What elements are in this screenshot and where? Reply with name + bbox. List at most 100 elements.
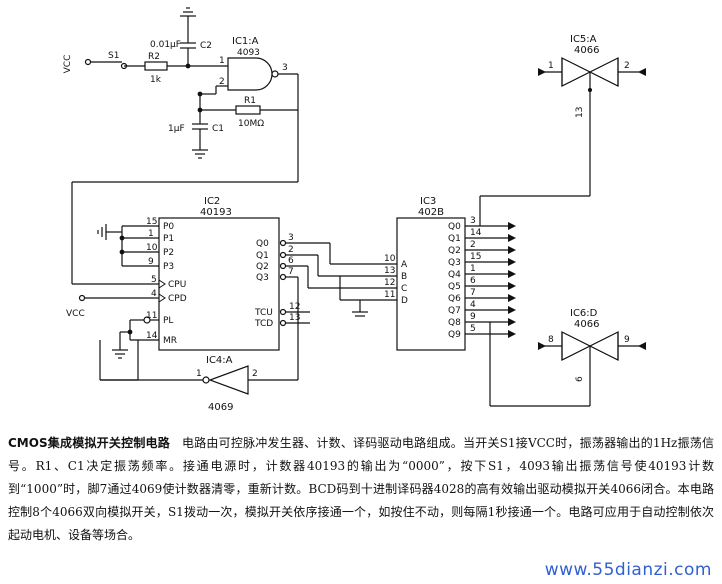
nand-gate-ic1 xyxy=(227,57,273,91)
ic2-pin-cpd: CPD xyxy=(168,294,187,304)
ic3-pin-num: 5 xyxy=(470,324,476,334)
caption-title: CMOS集成模拟开关控制电路 xyxy=(8,436,170,450)
ic3-pin-num: 11 xyxy=(384,290,395,300)
ic2-pin-p1: P1 xyxy=(163,234,174,244)
c2-value: 0.01μF xyxy=(150,40,181,50)
ic3-pin-num: 12 xyxy=(384,278,395,288)
ic2-pin-num: 1 xyxy=(148,229,154,239)
ic3-right-pin-numbers: 3 14 2 15 1 6 7 4 9 5 xyxy=(470,216,482,334)
ic6-part: 4066 xyxy=(574,319,599,330)
ic4-pin-out: 1 xyxy=(196,369,202,379)
s1-label: S1 xyxy=(108,51,119,61)
ic3-pin-b: B xyxy=(401,272,407,282)
ic6-pin-left: 8 xyxy=(548,335,554,345)
ic2-right-pin-numbers: 3 2 6 7 12 13 xyxy=(288,233,300,323)
ic2-pin-tcd: TCD xyxy=(254,319,273,329)
ic3-pin-q8: Q8 xyxy=(448,318,461,328)
ic2-part: 40193 xyxy=(200,207,232,218)
analog-switch-ic6 xyxy=(561,331,592,361)
ic3-right-pins: Q0 Q1 Q2 Q3 Q4 Q5 Q6 Q7 Q8 Q9 xyxy=(448,222,461,340)
ic2-pin-cpu: CPU xyxy=(168,280,186,290)
ic3-left-pin-numbers: 10 13 12 11 xyxy=(384,254,396,300)
ic2-pin-num: 4 xyxy=(151,289,157,299)
ic2-pin-num: 6 xyxy=(288,256,294,266)
ic2-pin-mr: MR xyxy=(163,336,177,346)
vcc-label-cpd: VCC xyxy=(66,309,85,319)
ic5-pin-right: 2 xyxy=(624,61,630,71)
ic3-pin-num: 13 xyxy=(384,266,395,276)
ic1-pin-in1: 1 xyxy=(219,56,225,66)
ic3-pin-c: C xyxy=(401,284,407,294)
ic2-pin-num: 12 xyxy=(289,302,300,312)
ic5-label: IC5:A xyxy=(570,34,597,45)
ic5-part: 4066 xyxy=(574,45,599,56)
ic2-pin-num: 3 xyxy=(288,233,294,243)
ic2-right-pins: Q0 Q1 Q2 Q3 TCU TCD xyxy=(254,239,273,329)
ic1-part: 4093 xyxy=(237,48,260,58)
ic3-pin-d: D xyxy=(401,296,408,306)
ic3-left-pins: A B C D xyxy=(401,260,408,306)
ic3-pin-q5: Q5 xyxy=(448,282,461,292)
ic3-pin-num: 4 xyxy=(470,300,476,310)
ic4-pin-in: 2 xyxy=(252,369,258,379)
ic5-pin-ctrl: 13 xyxy=(575,107,585,118)
site-watermark: www.55dianzi.com xyxy=(544,560,712,580)
resistor-r2 xyxy=(144,61,168,71)
ic2-pin-q1: Q1 xyxy=(256,251,269,261)
analog-switch-ic5 xyxy=(561,57,592,87)
r1-label: R1 xyxy=(244,96,256,106)
ic2-pin-p2: P2 xyxy=(163,248,174,258)
ic3-pin-num: 14 xyxy=(470,228,482,238)
ic5-pin-left: 1 xyxy=(548,61,554,71)
ic3-pin-num: 9 xyxy=(470,312,476,322)
ic6-pin-right: 9 xyxy=(624,335,630,345)
ic3-pin-q2: Q2 xyxy=(448,246,461,256)
ic2-pin-pl: PL xyxy=(163,316,173,326)
vcc-label: VCC xyxy=(63,55,73,74)
ic3-decoder-body xyxy=(396,217,466,351)
ic3-pin-num: 7 xyxy=(470,288,476,298)
ic4-part: 4069 xyxy=(208,402,233,413)
ic2-left-pins: P0 P1 P2 P3 CPU CPD PL MR xyxy=(163,222,187,346)
ic2-pin-num: 15 xyxy=(146,217,157,227)
ic4-label: IC4:A xyxy=(206,355,233,366)
ic2-pin-num: 14 xyxy=(146,331,158,341)
ic2-pin-p0: P0 xyxy=(163,222,174,232)
ic3-pin-q0: Q0 xyxy=(448,222,461,232)
ic3-pin-num: 6 xyxy=(470,276,476,286)
c1-value: 1μF xyxy=(168,124,185,134)
r2-label: R2 xyxy=(148,52,160,62)
ic3-pin-q4: Q4 xyxy=(448,270,461,280)
ic2-pin-num: 11 xyxy=(146,311,157,321)
vcc-terminal-cpd xyxy=(78,294,86,302)
ic2-pin-q0: Q0 xyxy=(256,239,269,249)
c1-label: C1 xyxy=(212,124,224,134)
caption-body: 电路由可控脉冲发生器、计数、译码驱动电路组成。当开关S1接VCC时，振荡器输出的… xyxy=(8,436,715,542)
ic3-pin-a: A xyxy=(401,260,408,270)
r2-value: 1k xyxy=(150,75,162,85)
ic2-pin-q2: Q2 xyxy=(256,262,269,272)
ic2-label: IC2 xyxy=(204,196,220,207)
ic1-label: IC1:A xyxy=(232,36,259,47)
circuit-schematic: VCC S1 R2 1k 0.01μF C 2 IC1:A 4093 1 2 3 … xyxy=(63,7,646,413)
figure-caption: CMOS集成模拟开关控制电路电路由可控脉冲发生器、计数、译码驱动电路组成。当开关… xyxy=(8,432,714,547)
ic3-pin-num: 2 xyxy=(470,240,476,250)
ic2-pin-num: 9 xyxy=(148,257,154,267)
ic2-pin-tcu: TCU xyxy=(254,308,273,318)
ic2-pin-num: 10 xyxy=(146,243,158,253)
ic3-label: IC3 xyxy=(420,196,436,207)
ic2-pin-num: 2 xyxy=(288,245,294,255)
ic3-pin-num: 3 xyxy=(470,216,476,226)
r1-value: 10MΩ xyxy=(238,119,264,129)
ic3-pin-num: 15 xyxy=(470,252,481,262)
ic2-pin-q3: Q3 xyxy=(256,273,269,283)
ic6-pin-ctrl: 6 xyxy=(575,376,585,382)
ic3-part: 402B xyxy=(418,207,444,218)
ic2-pin-p3: P3 xyxy=(163,262,174,272)
ic2-pin-num: 7 xyxy=(288,267,294,277)
ic3-pin-num: 1 xyxy=(470,264,476,274)
ic3-pin-num: 10 xyxy=(384,254,396,264)
inverter-ic4 xyxy=(208,365,249,395)
ic6-label: IC6:D xyxy=(570,308,598,319)
ic2-left-pin-numbers: 15 1 10 9 5 4 11 14 xyxy=(146,217,158,341)
